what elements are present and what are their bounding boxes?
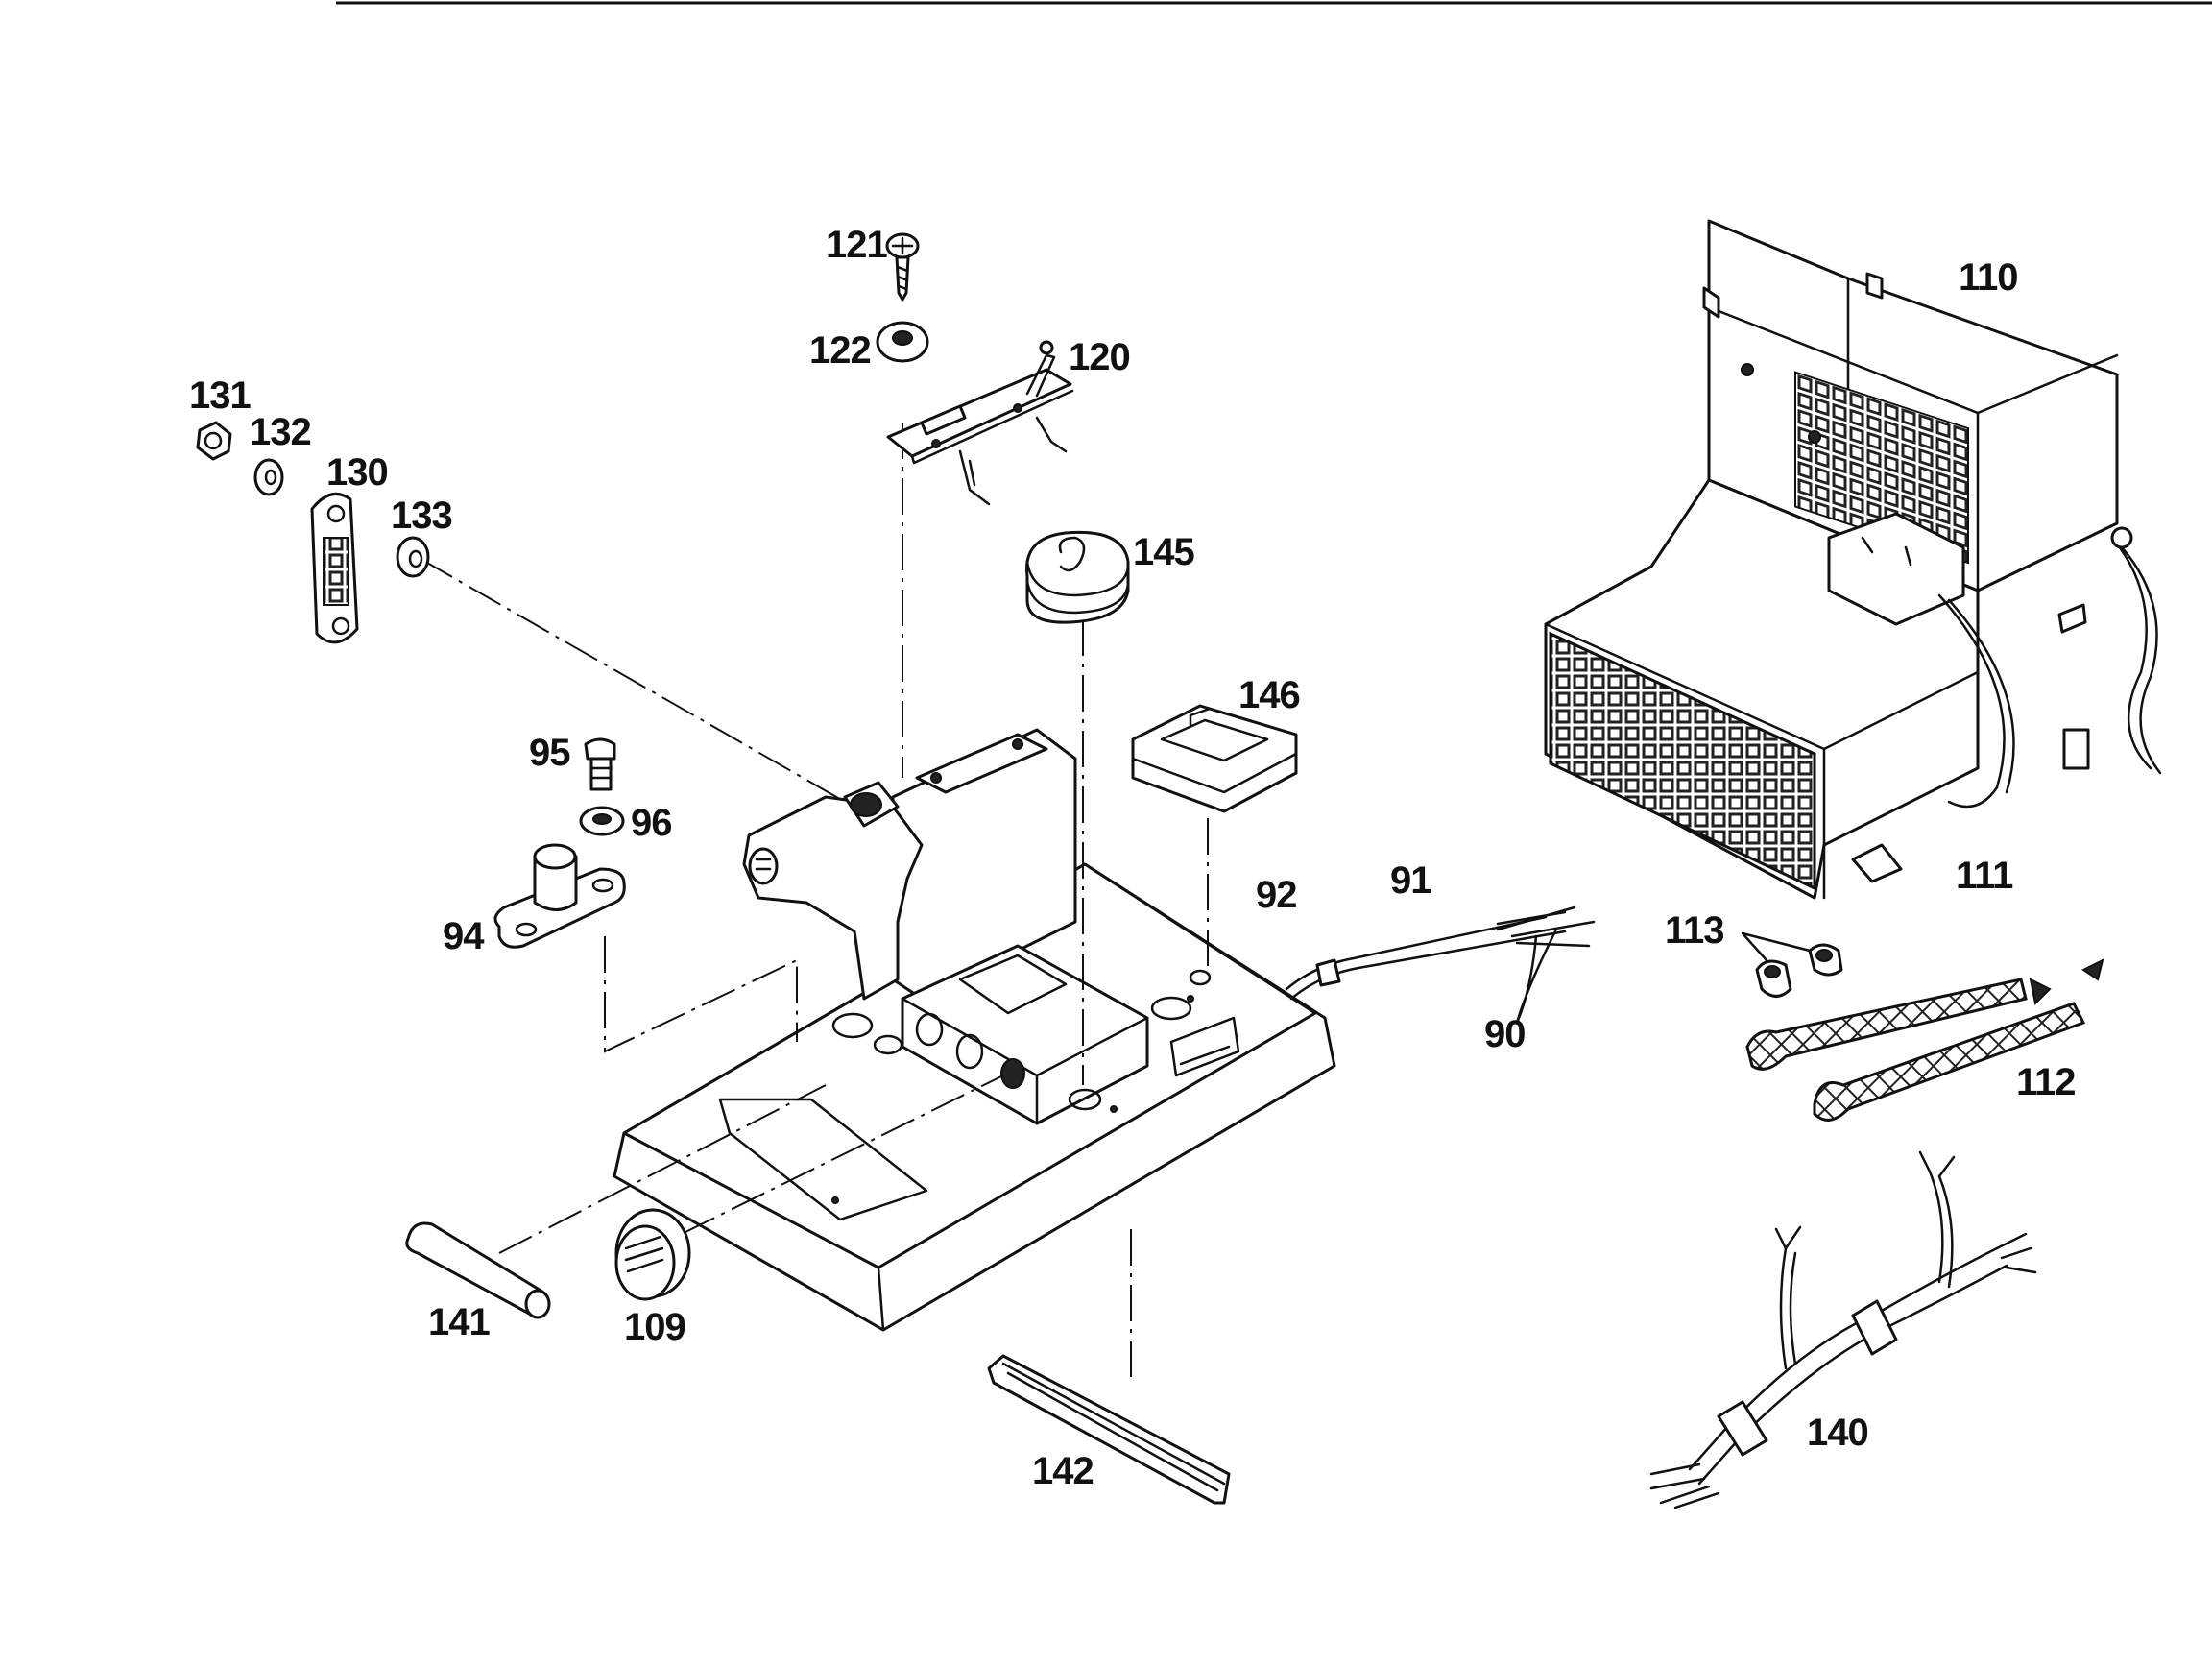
part-122-washer — [876, 321, 929, 363]
part-130-bracket — [310, 492, 359, 644]
part-140-wire-harness — [1649, 1150, 2037, 1510]
part-110-power-unit — [1544, 219, 2162, 900]
part-95-bolt — [584, 737, 616, 791]
callout-95: 95 — [529, 732, 570, 774]
callout-112: 112 — [2016, 1061, 2076, 1103]
callout-145: 145 — [1133, 531, 1194, 573]
callout-113: 113 — [1665, 909, 1724, 952]
callout-133: 133 — [391, 495, 452, 537]
housing-body — [742, 728, 1149, 1125]
callout-labels: 121 122 120 131 132 130 133 145 146 95 9… — [189, 224, 2077, 1492]
callout-109: 109 — [624, 1306, 685, 1348]
callout-142: 142 — [1032, 1450, 1094, 1492]
part-145-grommet — [1025, 530, 1130, 624]
callout-130: 130 — [326, 451, 388, 494]
callout-111: 111 — [1956, 855, 2013, 897]
part-94-plate — [493, 843, 626, 949]
part-146-grommet — [1131, 704, 1298, 813]
callout-91: 91 — [1390, 859, 1431, 902]
callout-94: 94 — [443, 915, 485, 957]
callout-132: 132 — [250, 411, 311, 453]
part-109-plug — [614, 1208, 691, 1301]
callout-110: 110 — [1959, 256, 2018, 299]
callout-96: 96 — [631, 802, 672, 844]
callout-pointers — [1515, 930, 1812, 1025]
part-113-elbows — [1755, 943, 1843, 998]
part-142-strip — [987, 1354, 1231, 1505]
callout-131: 131 — [189, 374, 251, 417]
part-141-pin — [405, 1221, 551, 1319]
callout-92: 92 — [1256, 874, 1297, 916]
leader-lines — [420, 423, 1209, 1383]
part-96-washer — [579, 806, 625, 836]
callout-121: 121 — [826, 224, 887, 266]
part-132-washer — [253, 458, 284, 496]
part-90-91-92-cable — [1285, 906, 1596, 1001]
part-121-screw — [885, 232, 920, 302]
callout-146: 146 — [1238, 674, 1300, 716]
part-120-switch-plate — [886, 340, 1074, 506]
callout-122: 122 — [809, 329, 871, 372]
callout-120: 120 — [1069, 336, 1130, 378]
part-112-braided-hose — [1813, 958, 2104, 1122]
callout-140: 140 — [1807, 1412, 1868, 1454]
part-133-washer — [396, 536, 430, 578]
part-131-nut — [196, 421, 232, 461]
callout-141: 141 — [428, 1301, 490, 1343]
part-111-braided-hose — [1745, 978, 2052, 1071]
